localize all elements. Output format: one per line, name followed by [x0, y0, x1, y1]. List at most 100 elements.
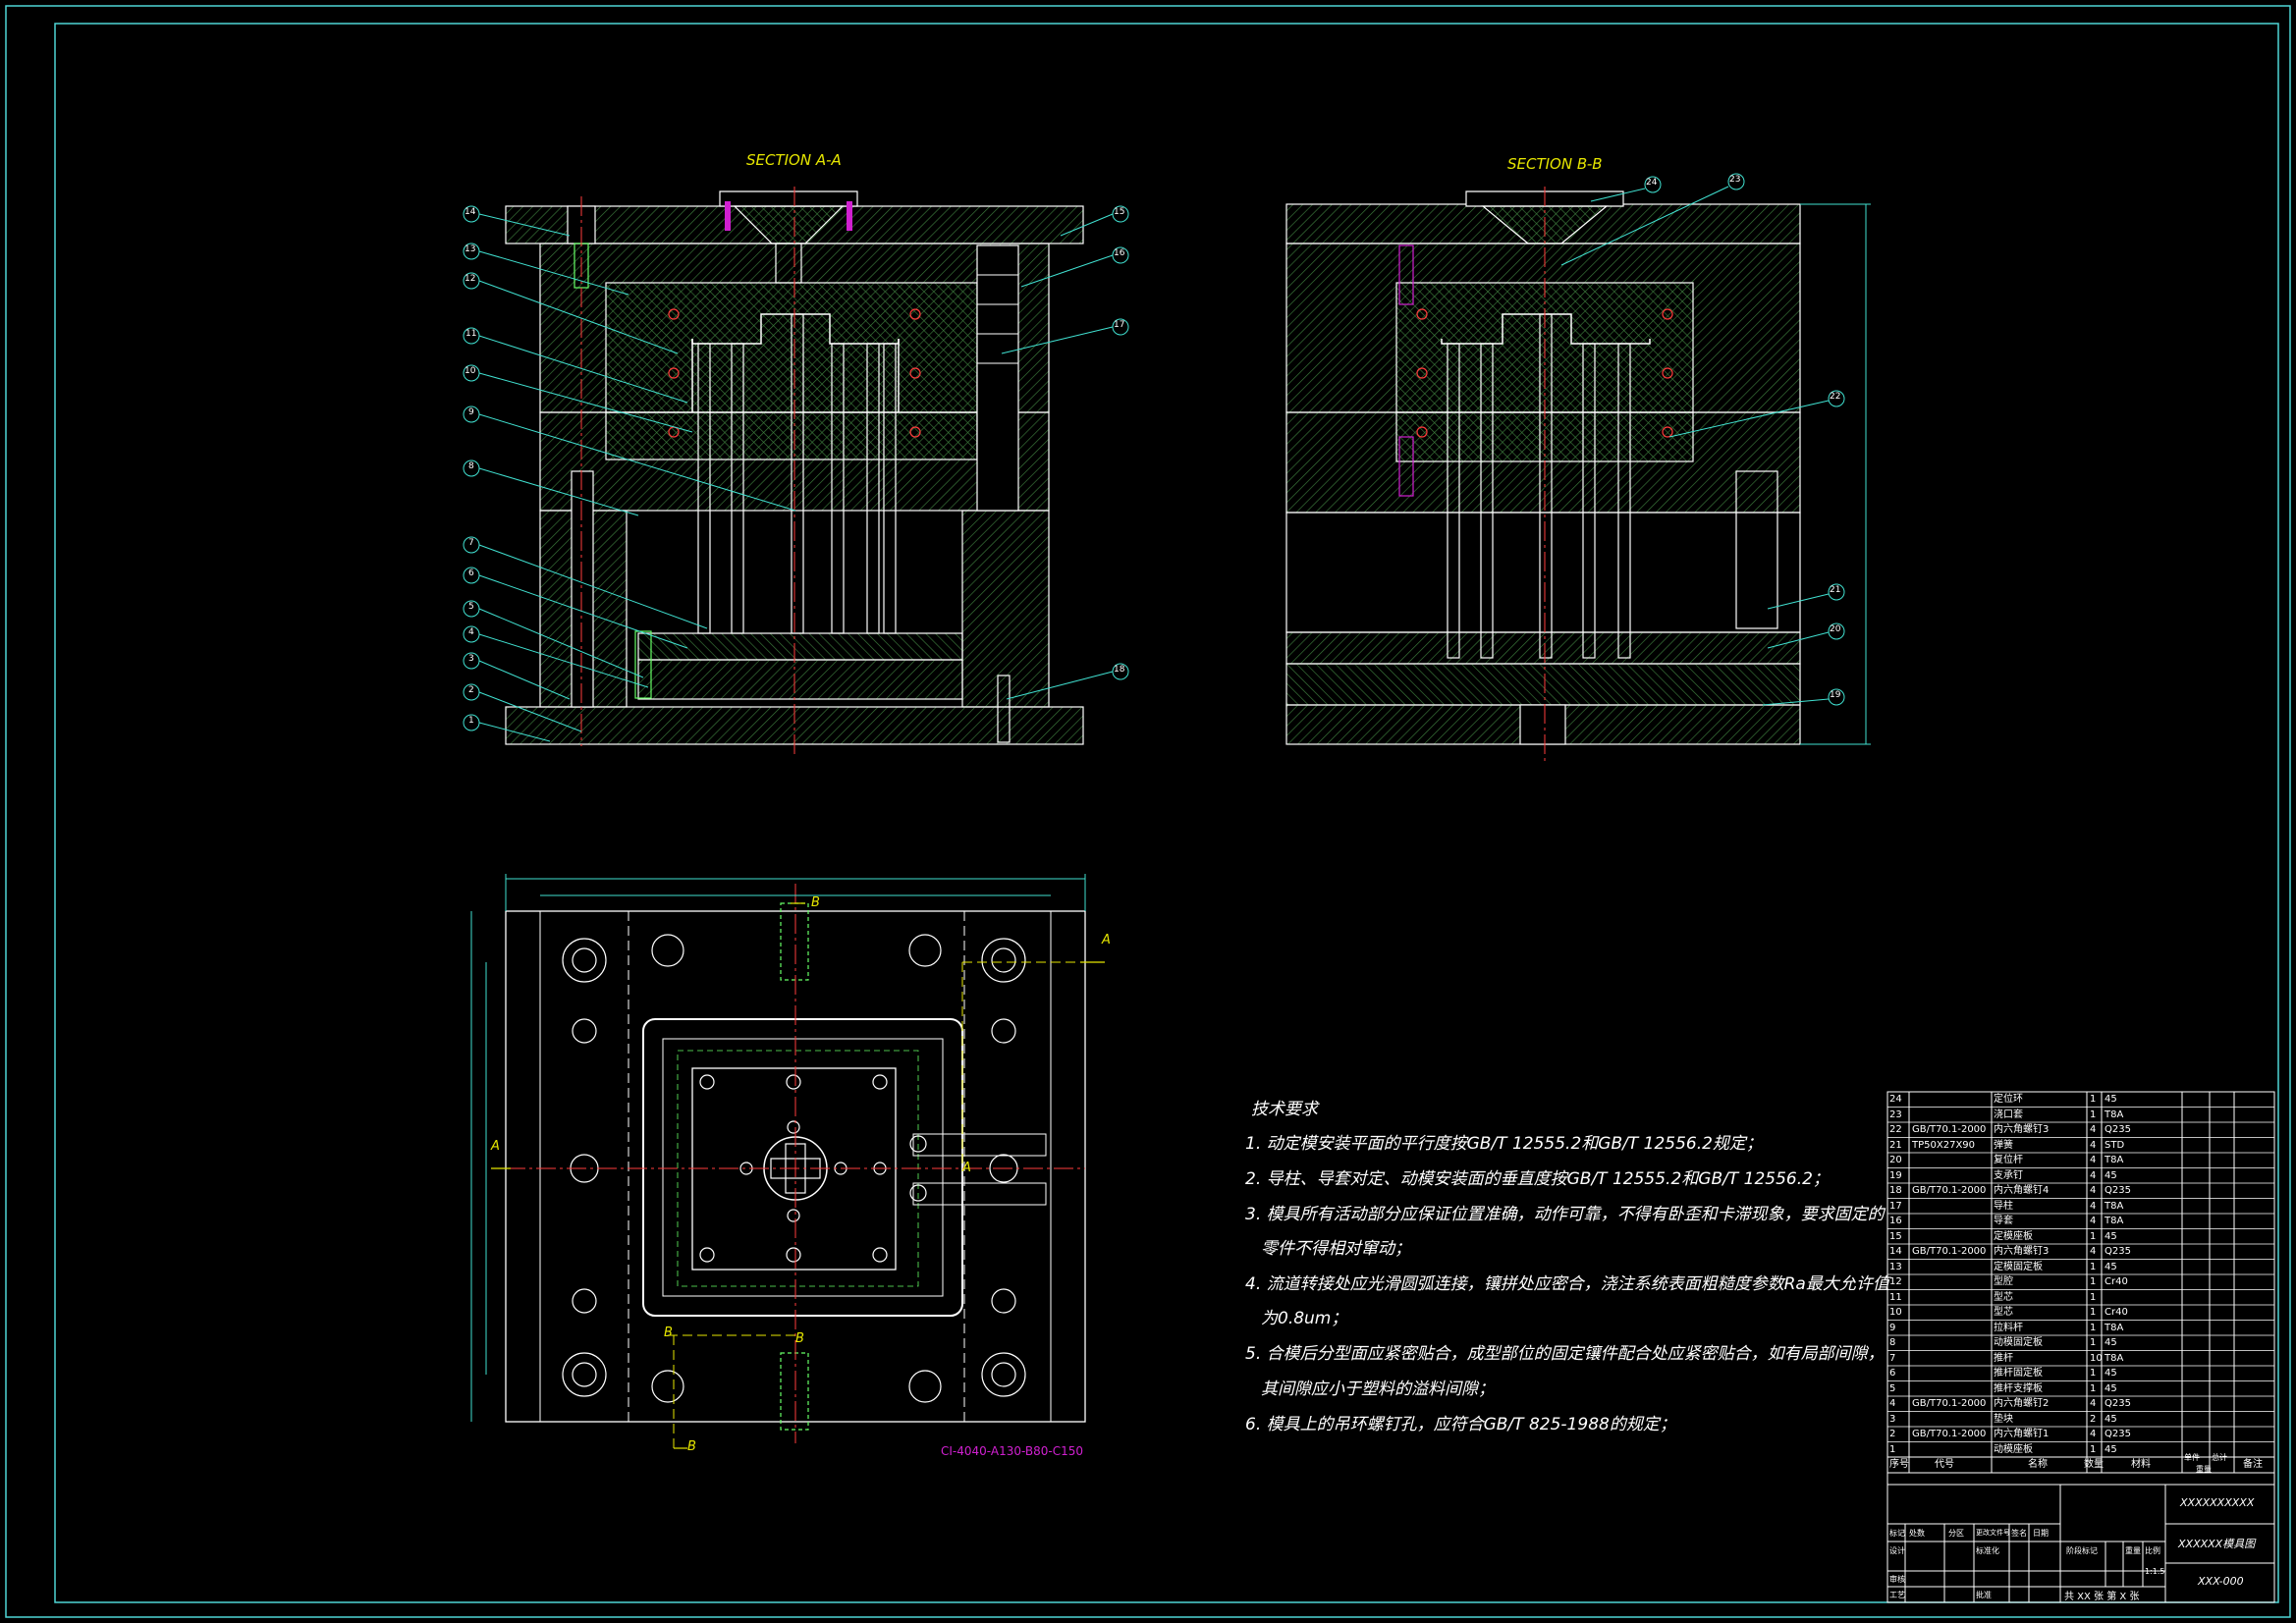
bom-cell-qty: 1	[2090, 1307, 2097, 1318]
balloon-23: 23	[1729, 175, 1741, 185]
balloon-21: 21	[1830, 585, 1841, 595]
tb-label-stage: 阶段标记	[2066, 1546, 2098, 1555]
balloon-16: 16	[1114, 248, 1125, 258]
bom-cell-name: 浇口套	[1994, 1109, 2023, 1120]
bom-cell-name: 内六角螺钉2	[1994, 1398, 2050, 1409]
bom-cell-qty: 4	[2090, 1185, 2097, 1196]
section-aa-balloons	[463, 205, 1129, 731]
tb-label-weight: 重量	[2125, 1546, 2141, 1555]
requirement-6: 6. 模具上的吊环螺钉孔，应符合GB/T 825-1988的规定；	[1245, 1415, 1676, 1434]
bom-cell-no: 5	[1889, 1382, 1896, 1394]
bom-cell-no: 3	[1889, 1413, 1896, 1425]
bom-cell-no: 1	[1889, 1443, 1896, 1455]
bom-cell-mat: Q235	[2105, 1124, 2131, 1135]
bom-cell-name: 内六角螺钉3	[1994, 1124, 2050, 1135]
bom-cell-mat: 45	[2105, 1094, 2117, 1105]
section-aa-view	[505, 187, 1084, 756]
bom-cell-qty: 4	[2090, 1155, 2097, 1165]
bom-cell-no: 17	[1889, 1200, 1902, 1212]
bom-cell-name: 导柱	[1994, 1200, 2013, 1212]
requirement-3-cont: 零件不得相对窜动；	[1261, 1239, 1411, 1259]
bom-cell-name: 定模座板	[1994, 1230, 2033, 1242]
bom-cell-std: TP50X27X90	[1912, 1139, 1976, 1151]
balloon-22: 22	[1830, 392, 1841, 402]
bom-cell-name: 定模固定板	[1994, 1261, 2043, 1272]
bom-cell-mat: Q235	[2105, 1185, 2131, 1196]
bom-cell-name: 动模固定板	[1994, 1337, 2043, 1348]
bom-cell-name: 拉料杆	[1994, 1322, 2023, 1333]
bom-cell-no: 16	[1889, 1216, 1902, 1226]
bom-cell-qty: 1	[2090, 1109, 2097, 1120]
bom-cell-qty: 1	[2090, 1337, 2097, 1348]
bom-cell-name: 弹簧	[1994, 1139, 2013, 1151]
requirement-1: 1. 动定模安装平面的平行度按GB/T 12555.2和GB/T 12556.2…	[1245, 1134, 1763, 1154]
bom-header-name: 名称	[2028, 1459, 2048, 1470]
tb-label-approve: 批准	[1976, 1591, 1992, 1599]
section-aa-leaders	[478, 213, 1114, 742]
bom-header-no: 序号	[1889, 1459, 1909, 1470]
bom-cell-mat: Q235	[2105, 1398, 2131, 1409]
mold-base-catalog-number: CI-4040-A130-B80-C150	[941, 1444, 1083, 1458]
bom-cell-no: 21	[1889, 1139, 1902, 1151]
bom-cell-no: 13	[1889, 1261, 1902, 1272]
bom-cell-qty: 1	[2090, 1276, 2097, 1287]
balloon-20: 20	[1830, 624, 1841, 634]
balloon-5: 5	[468, 602, 474, 612]
tb-label-process: 工艺	[1889, 1591, 1905, 1599]
balloon-4: 4	[468, 627, 474, 637]
balloon-15: 15	[1114, 207, 1125, 217]
bom-header-total: 总计	[2212, 1453, 2227, 1462]
bom-cell-no: 24	[1889, 1094, 1902, 1105]
bom-cell-qty: 10	[2090, 1352, 2103, 1364]
cut-label-b-bottom: B	[687, 1439, 696, 1454]
bom-header-std: 代号	[1935, 1459, 1954, 1470]
bom-header-weight: 重量	[2196, 1465, 2212, 1474]
bom-cell-no: 19	[1889, 1169, 1902, 1181]
scale-value: 1:1.5	[2145, 1567, 2165, 1576]
bom-cell-mat: T8A	[2105, 1352, 2124, 1364]
bom-cell-no: 18	[1889, 1185, 1902, 1196]
balloon-18: 18	[1114, 665, 1125, 675]
section-bb-leaders	[1560, 186, 1830, 706]
bom-cell-mat: T8A	[2105, 1216, 2124, 1226]
bom-cell-name: 内六角螺钉3	[1994, 1246, 2050, 1257]
bom-cell-no: 2	[1889, 1429, 1896, 1439]
bom-table-grid	[1886, 1091, 2275, 1603]
bom-cell-qty: 1	[2090, 1443, 2097, 1455]
bom-cell-name: 内六角螺钉1	[1994, 1429, 2050, 1439]
bom-cell-qty: 1	[2090, 1230, 2097, 1242]
bom-cell-qty: 1	[2090, 1382, 2097, 1394]
bom-header-single: 单件	[2184, 1453, 2200, 1462]
tb-label-scale: 比例	[2145, 1546, 2160, 1555]
bom-cell-no: 8	[1889, 1337, 1896, 1348]
bom-cell-name: 型腔	[1994, 1276, 2013, 1287]
sheet-count: 共 XX 张 第 X 张	[2064, 1592, 2140, 1602]
cut-label-a-right: A	[1102, 933, 1111, 947]
requirement-4-cont: 为0.8um；	[1261, 1309, 1348, 1328]
bom-cell-name: 垫块	[1994, 1413, 2013, 1425]
balloon-24: 24	[1646, 178, 1658, 188]
plan-view	[470, 874, 1105, 1449]
requirement-3: 3. 模具所有活动部分应保证位置准确，动作可靠，不得有卧歪和卡滞现象，要求固定的	[1245, 1205, 1885, 1224]
balloon-7: 7	[468, 538, 474, 548]
cut-label-a-left: A	[491, 1139, 500, 1154]
requirement-5: 5. 合模后分型面应紧密贴合，成型部位的固定镶件配合处应紧密贴合，如有局部间隙，	[1245, 1344, 1885, 1364]
bom-cell-qty: 4	[2090, 1200, 2097, 1212]
balloon-2: 2	[468, 685, 474, 695]
bom-cell-mat: Cr40	[2105, 1276, 2128, 1287]
bom-cell-mat: 45	[2105, 1443, 2117, 1455]
bom-cell-no: 10	[1889, 1307, 1902, 1318]
bom-row-lines	[1887, 1107, 2274, 1458]
bom-cell-mat: STD	[2105, 1139, 2125, 1151]
bom-cell-qty: 4	[2090, 1246, 2097, 1257]
bom-cell-name: 型芯	[1994, 1291, 2013, 1303]
balloon-6: 6	[468, 568, 474, 578]
balloon-9: 9	[468, 407, 474, 417]
bom-cell-qty: 4	[2090, 1398, 2097, 1409]
tb-label-date: 日期	[2033, 1529, 2049, 1538]
bom-cell-std: GB/T70.1-2000	[1912, 1429, 1987, 1439]
bom-cell-mat: 45	[2105, 1261, 2117, 1272]
bom-cell-qty: 1	[2090, 1094, 2097, 1105]
bom-cell-no: 20	[1889, 1155, 1902, 1165]
bom-cell-name: 推杆	[1994, 1352, 2013, 1364]
